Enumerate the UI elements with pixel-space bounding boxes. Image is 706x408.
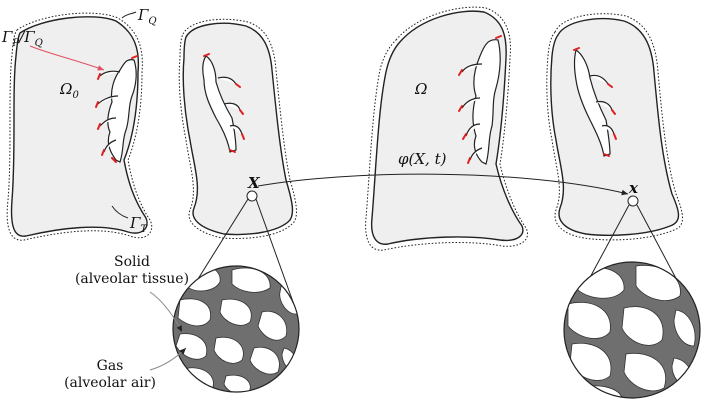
zoom-circle-current — [563, 261, 701, 399]
solid-arrow — [149, 291, 183, 333]
mapping-label: φ(X, t) — [398, 150, 447, 168]
gamma-q-label: ΓQ — [137, 6, 157, 27]
gas-arrow — [149, 347, 187, 371]
current-point-label: x — [628, 179, 639, 197]
gamma-pq-arrow — [29, 45, 105, 71]
gamma-q-leader — [121, 11, 137, 19]
current-left-lung — [365, 6, 528, 251]
current-right-lung — [546, 13, 683, 241]
reference-point-marker — [246, 190, 258, 202]
gamma-pq-label: ΓP/ΓQ — [1, 28, 43, 49]
zoom-line-left-b — [255, 198, 298, 314]
reference-right-lung — [178, 18, 297, 239]
current-point-marker — [627, 195, 639, 207]
reference-left-lung — [6, 12, 153, 241]
gas-label-line2: (alveolar air) — [64, 375, 156, 391]
mapping-arrow — [257, 173, 629, 196]
reference-point-label: X — [247, 174, 261, 192]
gamma-t-leader — [111, 205, 129, 219]
gamma-t-label: ΓT — [129, 214, 148, 235]
solid-label-line1: Solid — [114, 254, 150, 270]
solid-label-line2: (alveolar tissue) — [75, 271, 189, 287]
microstructure-reference — [173, 266, 299, 392]
zoom-circle-reference — [172, 265, 300, 393]
microstructure-current — [564, 262, 700, 398]
omega0-label: Ω0 — [59, 80, 79, 101]
gas-label-line1: Gas — [97, 358, 124, 374]
omega-label: Ω — [414, 80, 427, 98]
